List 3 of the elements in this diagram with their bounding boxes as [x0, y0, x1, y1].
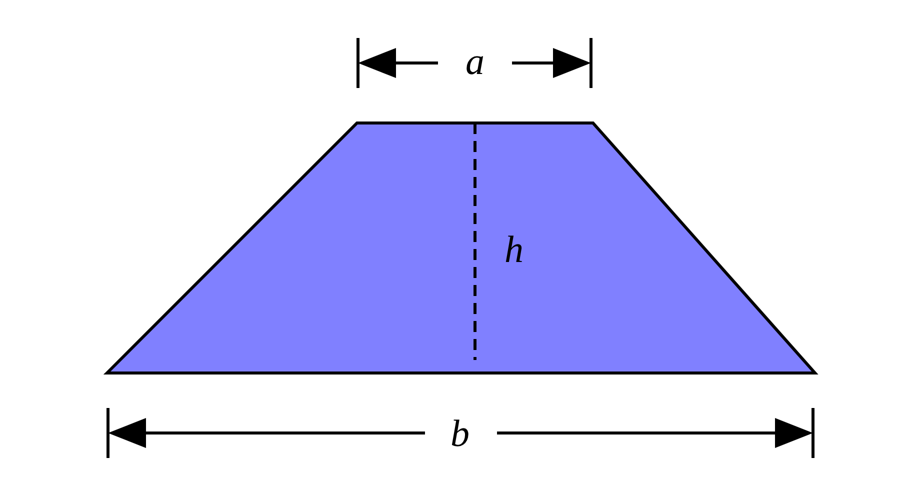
dimension-label: b [450, 415, 470, 453]
dimension-label: a [466, 43, 484, 81]
dimension-label: h [504, 231, 524, 269]
